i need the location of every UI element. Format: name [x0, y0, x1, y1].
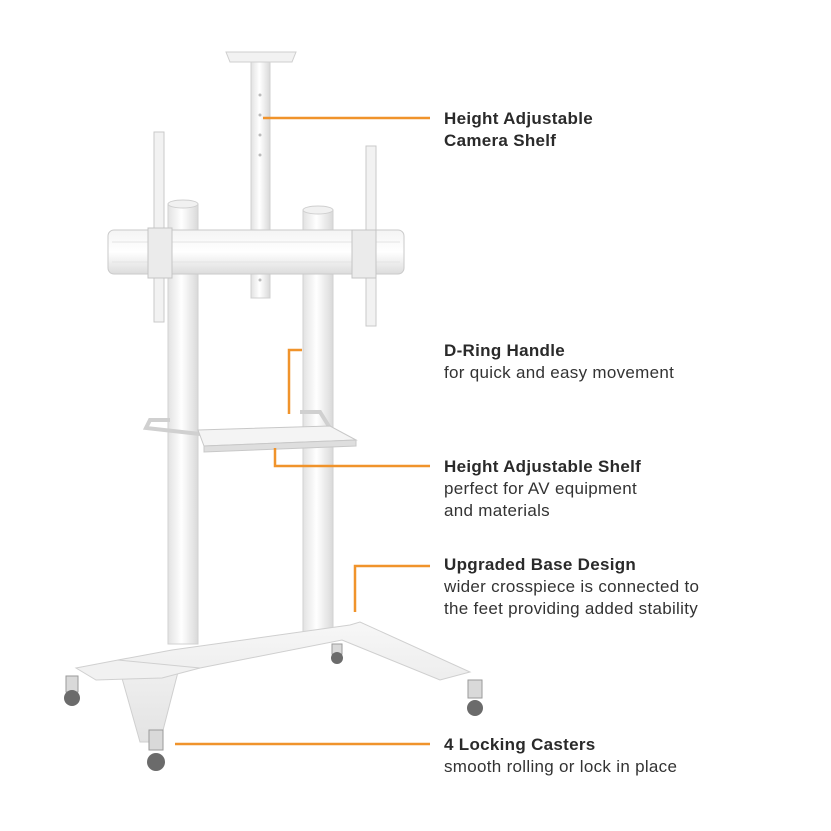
callout-camera-shelf: Height Adjustable Camera Shelf [444, 108, 593, 152]
upright-poles [167, 199, 334, 645]
base-title: Upgraded Base Design [444, 555, 637, 574]
base-desc-line1: wider crosspiece is connected to [444, 577, 700, 596]
callout-base: Upgraded Base Design wider crosspiece is… [444, 554, 699, 620]
leader-base [353, 564, 430, 612]
d-ring-handle [142, 410, 332, 436]
leader-shelf [273, 448, 430, 468]
callout-d-ring-handle: D-Ring Handle for quick and easy movemen… [444, 340, 674, 384]
casters-title: 4 Locking Casters [444, 735, 596, 754]
mounting-crossbeam [107, 227, 405, 279]
leader-d-ring-handle [287, 348, 302, 414]
callout-casters: 4 Locking Casters smooth rolling or lock… [444, 734, 677, 778]
caster-front-left [147, 729, 165, 771]
av-shelf [197, 425, 358, 453]
caster-back-right [331, 643, 343, 664]
d-ring-handle-title: D-Ring Handle [444, 341, 566, 360]
leader-lines [175, 116, 430, 746]
caster-back-left [64, 675, 80, 706]
base-frame [74, 621, 472, 743]
base-desc-line2: the feet providing added stability [444, 599, 699, 618]
casters-desc: smooth rolling or lock in place [444, 757, 678, 776]
caster-front-right [467, 679, 483, 716]
camera-shelf-title-line2: Camera Shelf [444, 131, 557, 150]
d-ring-handle-desc: for quick and easy movement [444, 363, 675, 382]
casters [64, 643, 483, 771]
shelf-desc-line2: and materials [444, 501, 550, 520]
camera-shelf-title-line1: Height Adjustable [444, 109, 593, 128]
shelf-desc-line1: perfect for AV equipment [444, 479, 638, 498]
callout-shelf: Height Adjustable Shelf perfect for AV e… [444, 456, 641, 522]
shelf-title: Height Adjustable Shelf [444, 457, 642, 476]
